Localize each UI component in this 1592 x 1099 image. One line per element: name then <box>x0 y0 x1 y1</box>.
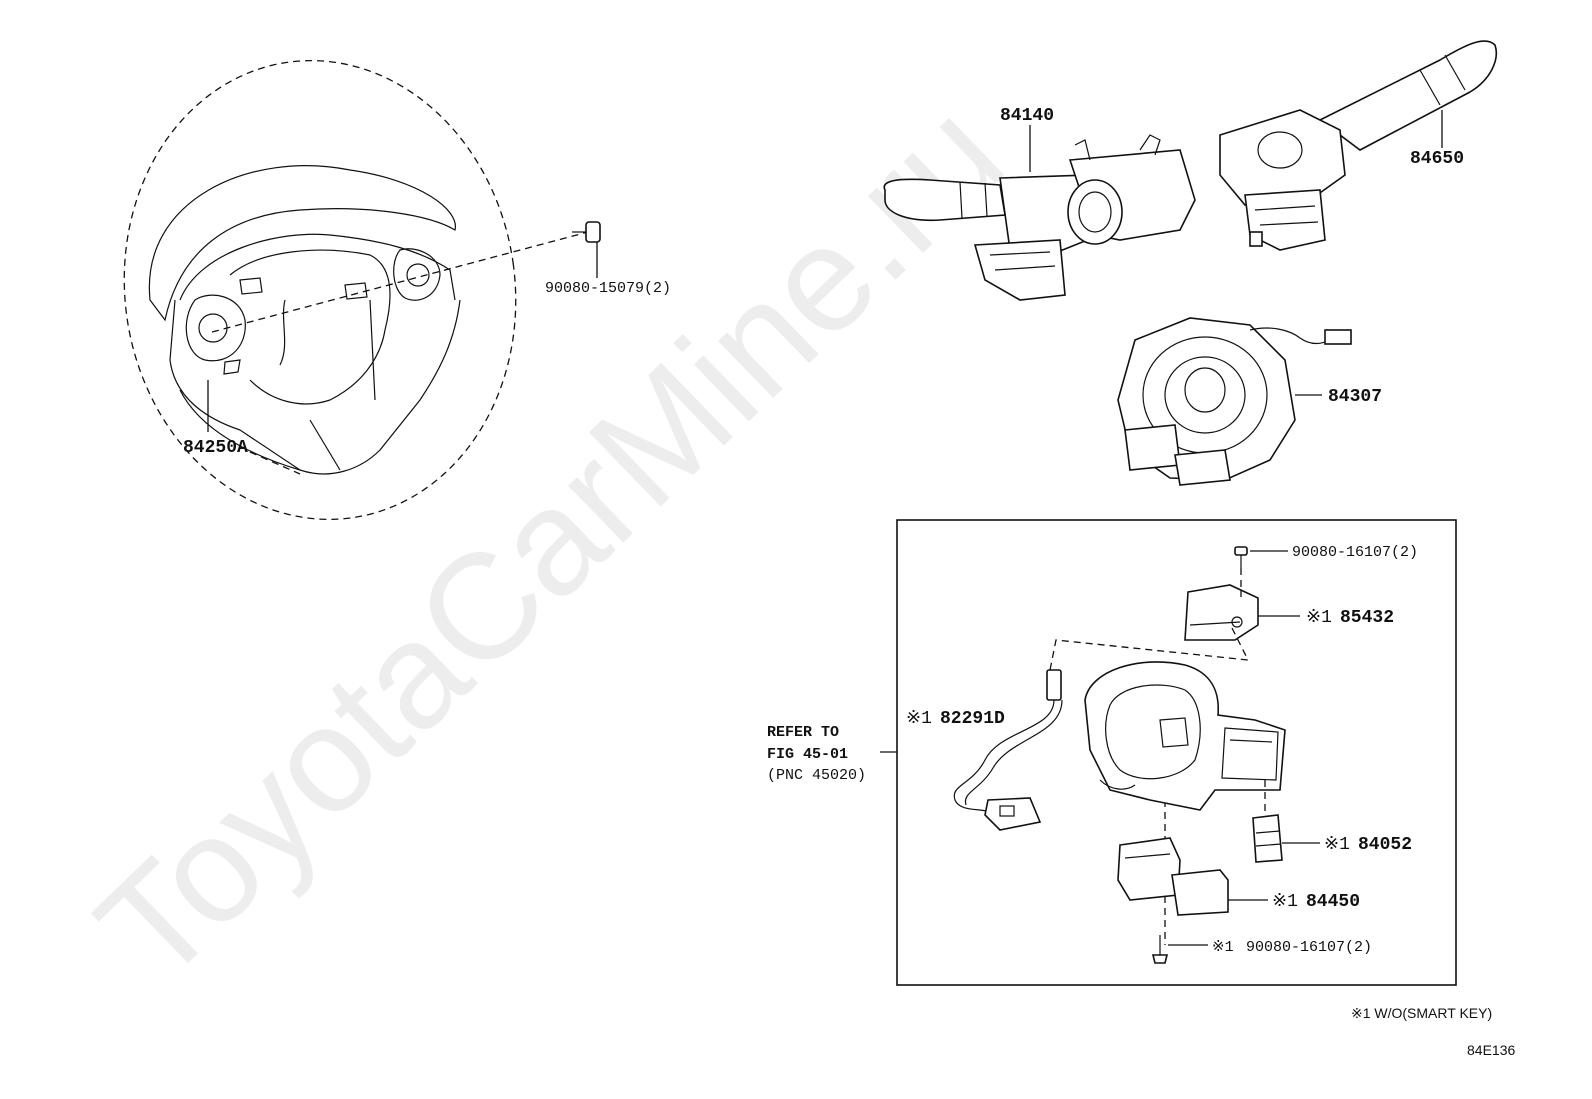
callout-90080-15079: 90080-15079(2) <box>545 280 671 297</box>
callout-84140: 84140 <box>1000 106 1054 126</box>
wire-harness-82291d-drawing <box>953 669 1063 831</box>
ignition-switch-84450-drawing <box>1117 837 1229 916</box>
reference-line-1: REFER TO <box>767 724 839 741</box>
figure-code: 84E136 <box>1467 1042 1515 1058</box>
reference-line-3: (PNC 45020) <box>767 767 866 784</box>
steering-wheel-drawing <box>123 59 517 521</box>
callout-82291d-mark: ※1 <box>906 709 932 729</box>
steering-lock-housing-drawing <box>1084 661 1286 811</box>
callout-84307: 84307 <box>1328 387 1382 407</box>
callout-84450-mark: ※1 <box>1272 892 1298 912</box>
callout-84650: 84650 <box>1410 149 1464 169</box>
callout-90080-16107-top: 90080-16107(2) <box>1292 544 1418 561</box>
watermark: ToyotaCarMine.ru <box>66 70 1034 1013</box>
turn-signal-switch-84140-drawing <box>883 134 1196 301</box>
callout-84052-mark: ※1 <box>1324 835 1350 855</box>
screw-bottom-drawing <box>1151 935 1169 964</box>
callout-84250a: 84250A <box>183 438 248 458</box>
callout-85432: 85432 <box>1340 608 1394 628</box>
footnote-smart-key: ※1 W/O(SMART KEY) <box>1351 1005 1492 1021</box>
switch-85432-drawing <box>1184 584 1259 641</box>
callout-82291d: 82291D <box>940 709 1005 729</box>
reference-line-2: FIG 45-01 <box>767 746 848 763</box>
wiper-switch-84650-drawing <box>1219 40 1497 251</box>
callout-85432-mark: ※1 <box>1306 608 1332 628</box>
switch-84052-drawing <box>1252 814 1283 863</box>
callout-90080-16107-bottom: 90080-16107(2) <box>1246 939 1372 956</box>
bolt-90080-15079-drawing <box>572 221 601 278</box>
spiral-cable-84307-drawing <box>1117 317 1352 486</box>
callout-84450: 84450 <box>1306 892 1360 912</box>
callout-90080-16107-bottom-mark: ※1 <box>1212 939 1234 956</box>
screw-top-drawing <box>1234 546 1248 568</box>
callout-84052: 84052 <box>1358 835 1412 855</box>
